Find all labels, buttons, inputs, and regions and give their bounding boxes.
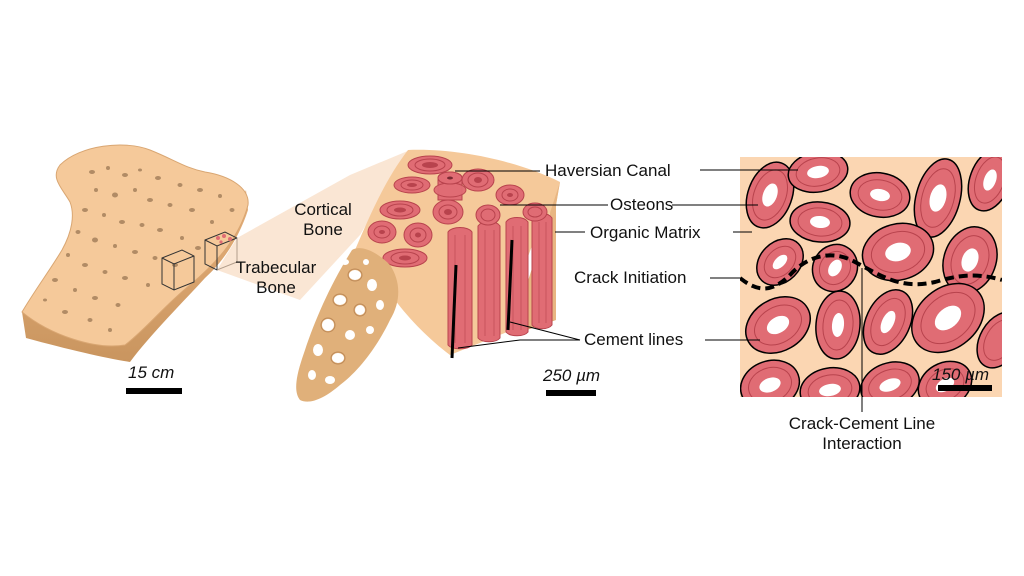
micro-scale-label: 250 µm (543, 366, 601, 385)
detail-scale-bar (938, 385, 992, 391)
femur-slab (21, 144, 249, 362)
sample-cubes (161, 231, 238, 291)
leader-lines (455, 169, 863, 412)
micro-scale-bar (546, 390, 596, 396)
crack-path (740, 253, 1002, 291)
trabecular-bone-label: Trabecular Bone (235, 258, 317, 297)
cortical-section (296, 149, 560, 402)
crack-cement-interaction-label: Crack-Cement Line Interaction (788, 414, 936, 453)
trabecular-sponge (296, 248, 399, 402)
detail-osteons (740, 157, 1002, 397)
haversian-canal (433, 171, 467, 201)
osteons-label: Osteons (610, 195, 674, 214)
detail-scale-label: 150 µm (932, 365, 990, 384)
trabecular-pores (43, 166, 235, 332)
haversian-canal-label: Haversian Canal (545, 161, 671, 180)
cortical-bone-label: Cortical Bone (294, 200, 352, 239)
zoom-projection (217, 150, 410, 300)
cube-osteons (216, 234, 232, 244)
crack-initiation-label: Crack Initiation (574, 268, 687, 287)
macro-scale-label: 15 cm (128, 363, 175, 382)
osteon-rings-top (367, 155, 548, 268)
organic-matrix-label: Organic Matrix (590, 223, 701, 242)
detail-panel (740, 157, 1002, 397)
cement-lines-label: Cement lines (584, 330, 684, 349)
macro-scale-bar (126, 388, 182, 394)
